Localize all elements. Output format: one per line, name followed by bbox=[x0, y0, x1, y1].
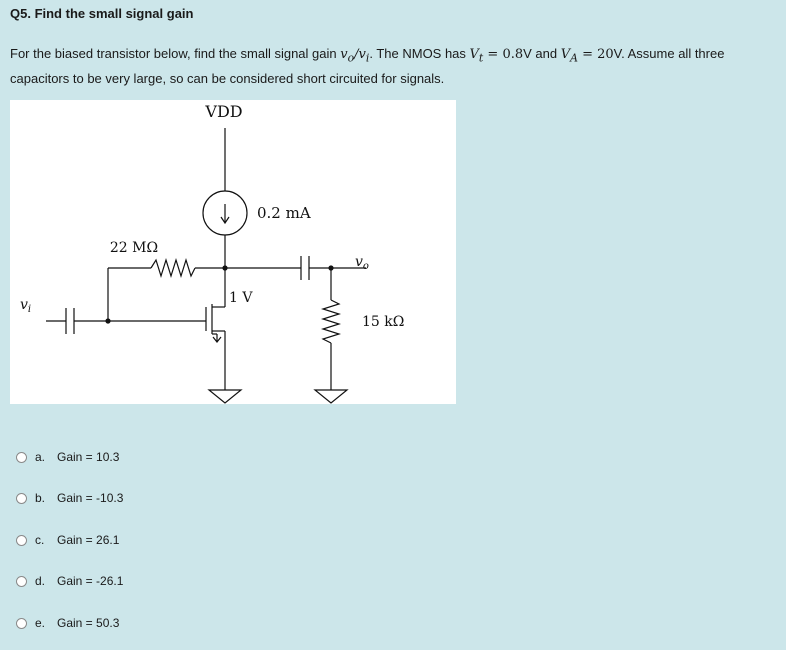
load-resistor bbox=[320, 299, 342, 344]
question-text-part: For the biased transistor below, find th… bbox=[10, 46, 341, 61]
radio-button[interactable] bbox=[16, 575, 27, 587]
vi-label: vi bbox=[20, 297, 31, 315]
va-value: = 20 bbox=[577, 47, 614, 62]
vo-label: vo bbox=[355, 254, 369, 272]
option-c[interactable]: c. Gain = 26.1 bbox=[16, 531, 216, 549]
option-letter: d. bbox=[35, 574, 46, 588]
radio-button[interactable] bbox=[16, 492, 27, 504]
load-resistor-label-visible: 15 kΩ bbox=[362, 314, 404, 330]
feedback-resistor bbox=[150, 257, 196, 279]
question-text-part: . The NMOS has bbox=[369, 46, 470, 61]
question-title: Q5. Find the small signal gain bbox=[10, 6, 194, 21]
radio-button[interactable] bbox=[16, 451, 27, 463]
vdd-label: VDD bbox=[204, 102, 242, 121]
question-text: For the biased transistor below, find th… bbox=[10, 44, 780, 89]
question-text-part: V. Assume all three capacitors to be ver… bbox=[10, 46, 725, 86]
question-text-part: V and bbox=[523, 46, 561, 61]
option-e[interactable]: e. Gain = 50.3 bbox=[16, 614, 216, 632]
circuit-diagram: VDD 0.2 mA 22 MΩ 1 V 15 kΩ 15 kΩ vi vo bbox=[10, 100, 456, 404]
va-symbol: VA bbox=[560, 47, 578, 65]
option-label: Gain = 50.3 bbox=[57, 616, 120, 630]
option-b[interactable]: b. Gain = -10.3 bbox=[16, 489, 216, 507]
current-label: 0.2 mA bbox=[257, 204, 311, 222]
option-letter: e. bbox=[35, 616, 46, 630]
option-label: Gain = 10.3 bbox=[57, 450, 120, 464]
option-letter: b. bbox=[35, 491, 46, 505]
vt-value: = 0.8 bbox=[483, 47, 524, 62]
option-letter: a. bbox=[35, 450, 46, 464]
feedback-resistor-label: 22 MΩ bbox=[110, 240, 158, 256]
option-label: Gain = 26.1 bbox=[57, 533, 120, 547]
gain-symbol: vo/vi bbox=[340, 47, 370, 65]
radio-button[interactable] bbox=[16, 617, 27, 629]
option-letter: c. bbox=[35, 533, 45, 547]
vgs-label: 1 V bbox=[229, 290, 253, 306]
option-a[interactable]: a. Gain = 10.3 bbox=[16, 448, 216, 466]
vt-symbol: Vt bbox=[469, 47, 484, 65]
option-d[interactable]: d. Gain = -26.1 bbox=[16, 572, 216, 590]
radio-button[interactable] bbox=[16, 534, 27, 546]
option-label: Gain = -10.3 bbox=[57, 491, 124, 505]
option-label: Gain = -26.1 bbox=[57, 574, 124, 588]
